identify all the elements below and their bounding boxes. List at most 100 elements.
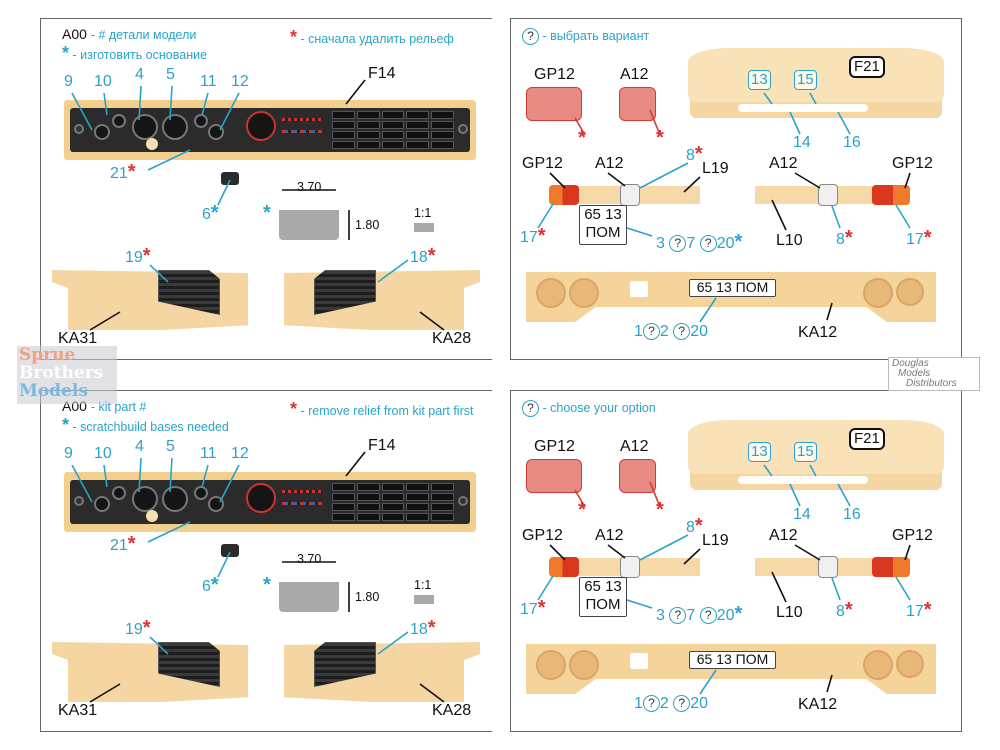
gauge-5: [162, 114, 188, 140]
bumper-headlight: [896, 278, 924, 306]
warning-lights: [282, 490, 322, 493]
lens-label-gp12: GP12: [534, 66, 575, 83]
red-star-icon: *: [844, 227, 853, 249]
gauge-4: [132, 114, 158, 140]
switch-part-6: [221, 172, 239, 185]
gauge-10: [112, 486, 126, 500]
part-label-ka28: KA28: [432, 330, 472, 347]
red-star-icon: *: [578, 499, 586, 521]
red-star-icon: *: [923, 599, 932, 621]
instruction-half-english: A00 - kit part # * - scratchbuild bases …: [0, 372, 1000, 744]
blue-star-icon: *: [263, 574, 271, 596]
dashboard-part: [64, 472, 476, 532]
label-gp12-right: GP12: [892, 527, 933, 544]
gauge-12: [208, 124, 224, 140]
red-star-icon: *: [290, 399, 298, 419]
marker-light-a12-left: [620, 556, 640, 578]
legend-relief-desc: - remove relief from kit part first: [300, 404, 474, 418]
bumper-headlight: [536, 278, 566, 308]
callout-13: 13: [748, 70, 771, 90]
callout-19: 19*: [125, 245, 151, 267]
bumper-headlight: [569, 650, 599, 680]
callout-14: 14: [793, 134, 811, 151]
scale-swatch: [414, 595, 434, 604]
tail-light-gp12-left: [549, 557, 579, 577]
callout-10: 10: [94, 445, 112, 462]
option-callouts-bumper: 1?2 ?20: [634, 695, 709, 713]
part-label-ka28: KA28: [432, 702, 472, 719]
roof-lettering-slot: [738, 104, 868, 112]
legend-relief: * - remove relief from kit part first: [290, 400, 473, 418]
lens-a12: [619, 459, 656, 493]
ignition-knob: [146, 510, 158, 522]
gauge-11: [194, 486, 208, 500]
marker-light-a12-right: [818, 184, 838, 206]
roof-lettering-slot: [738, 476, 868, 484]
legend-relief-desc: - сначала удалить рельеф: [300, 32, 454, 46]
tail-light-gp12-left: [549, 185, 579, 205]
base-shape: [279, 210, 339, 240]
label-a12-left: A12: [595, 155, 624, 172]
marker-light-a12-right: [818, 556, 838, 578]
question-circle-icon: ?: [669, 235, 687, 253]
base-shape: [279, 582, 339, 612]
license-plate-bumper: 65 13 ПОМ: [689, 651, 776, 669]
panel-frame-en-right: [510, 390, 962, 732]
scale-swatch: [414, 223, 434, 232]
part-label-ka12: KA12: [798, 324, 838, 341]
warning-lights-2: [282, 130, 322, 133]
legend-option-desc: - выбрать вариант: [542, 28, 650, 43]
screw-right: [458, 124, 468, 134]
tail-light-gp12-right: [872, 557, 910, 577]
bumper-headlight: [896, 650, 924, 678]
scale-label: 1:1: [414, 206, 432, 220]
legend-part-desc: - # детали модели: [90, 28, 197, 42]
callout-21: 21*: [110, 533, 136, 555]
question-circle-icon: ?: [673, 323, 691, 341]
red-star-icon: *: [656, 499, 664, 521]
callout-18: 18*: [410, 617, 436, 639]
warning-lights: [282, 118, 322, 121]
callout-13: 13: [748, 442, 771, 462]
callout-8-right: 8*: [836, 599, 853, 621]
question-circle-icon: ?: [642, 695, 660, 713]
question-circle-icon: ?: [699, 235, 717, 253]
part-label-ka31: KA31: [58, 330, 98, 347]
label-a12-right: A12: [769, 155, 798, 172]
callout-8-right: 8*: [836, 227, 853, 249]
bumper-headlight: [863, 650, 893, 680]
callout-21: 21*: [110, 161, 136, 183]
callout-9: 9: [64, 73, 73, 90]
callout-11: 11: [200, 445, 217, 462]
side-panel-ka31: [52, 270, 248, 330]
red-star-icon: *: [427, 245, 436, 267]
instruction-half-russian: A00 - # детали модели * - изготовить осн…: [0, 0, 1000, 372]
question-circle-icon: ?: [642, 323, 660, 341]
option-callouts-bumper: 1?2 ?20: [634, 323, 709, 341]
callout-10: 10: [94, 73, 112, 90]
label-a12-right: A12: [769, 527, 798, 544]
callout-4: 4: [135, 66, 144, 83]
side-panel-ka28: [284, 270, 480, 330]
blue-star-icon: *: [62, 43, 70, 63]
legend-part-code: A00: [62, 26, 87, 42]
lens-a12: [619, 87, 656, 121]
question-circle-icon: ?: [699, 607, 717, 625]
switch-grid: [332, 111, 454, 149]
part-label-l10: L10: [776, 604, 803, 621]
screw-left: [74, 124, 84, 134]
red-star-icon: *: [578, 127, 586, 149]
legend-block: A00 - # детали модели * - изготовить осн…: [62, 26, 482, 62]
blue-star-icon: *: [210, 202, 219, 224]
part-label-f21: F21: [849, 428, 885, 450]
callout-17-right: 17*: [906, 227, 932, 249]
side-panel-ka28: [284, 642, 480, 702]
watermark-douglas-models: Douglas Models Distributors: [888, 357, 980, 391]
callout-5: 5: [166, 438, 175, 455]
bumper-headlight: [863, 278, 893, 308]
part-label-l19: L19: [702, 532, 729, 549]
dim-width: 3.70: [297, 180, 322, 194]
gauge-11: [194, 114, 208, 128]
gauge-5: [162, 486, 188, 512]
red-star-icon: *: [142, 617, 151, 639]
